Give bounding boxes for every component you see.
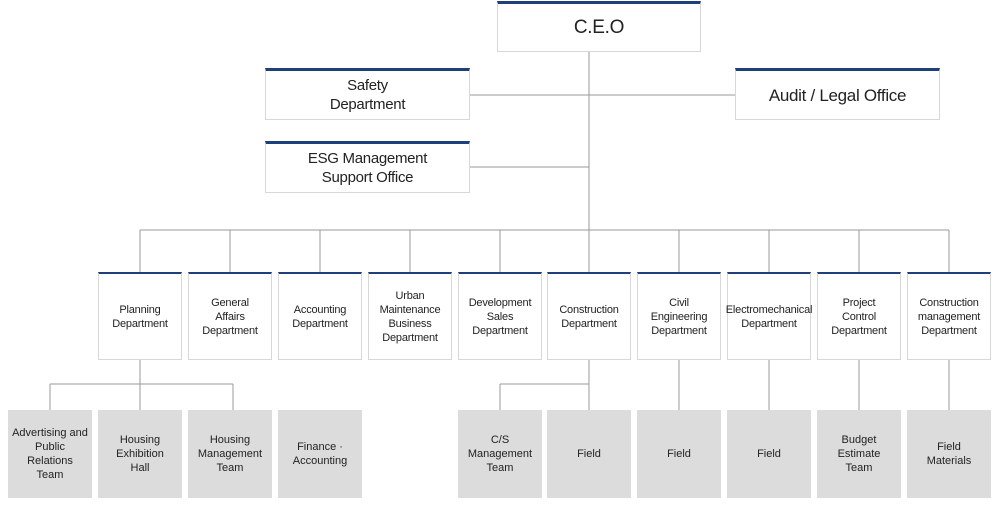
- dept-urban-maintenance-business: Urban Maintenance Business Department: [368, 272, 452, 360]
- dept-construction-management: Construction management Department: [907, 272, 991, 360]
- dept-general-affairs: General Affairs Department: [188, 272, 272, 360]
- team-civil-field: Field: [637, 410, 721, 498]
- audit-legal-office-box: Audit / Legal Office: [735, 68, 940, 120]
- dept-construction: Construction Department: [547, 272, 631, 360]
- dept-project-control: Project Control Department: [817, 272, 901, 360]
- team-electromechanical-field: Field: [727, 410, 811, 498]
- safety-department-box: Safety Department: [265, 68, 470, 120]
- team-cs-management: C/S Management Team: [458, 410, 542, 498]
- dept-development-sales: Development Sales Department: [458, 272, 542, 360]
- dept-electromechanical: Electromechanical Department: [726, 272, 812, 360]
- team-housing-management: Housing Management Team: [188, 410, 272, 498]
- team-field-materials: Field Materials: [907, 410, 991, 498]
- team-advertising-public-relations: Advertising and Public Relations Team: [8, 410, 92, 498]
- team-construction-field: Field: [547, 410, 631, 498]
- dept-planning: Planning Department: [98, 272, 182, 360]
- team-budget-estimate: Budget Estimate Team: [817, 410, 901, 498]
- ceo-box: C.E.O: [497, 1, 701, 52]
- esg-management-support-office-box: ESG Management Support Office: [265, 141, 470, 193]
- dept-accounting: Accounting Department: [278, 272, 362, 360]
- dept-civil-engineering: Civil Engineering Department: [637, 272, 721, 360]
- team-finance-accounting: Finance · Accounting: [278, 410, 362, 498]
- team-housing-exhibition-hall: Housing Exhibition Hall: [98, 410, 182, 498]
